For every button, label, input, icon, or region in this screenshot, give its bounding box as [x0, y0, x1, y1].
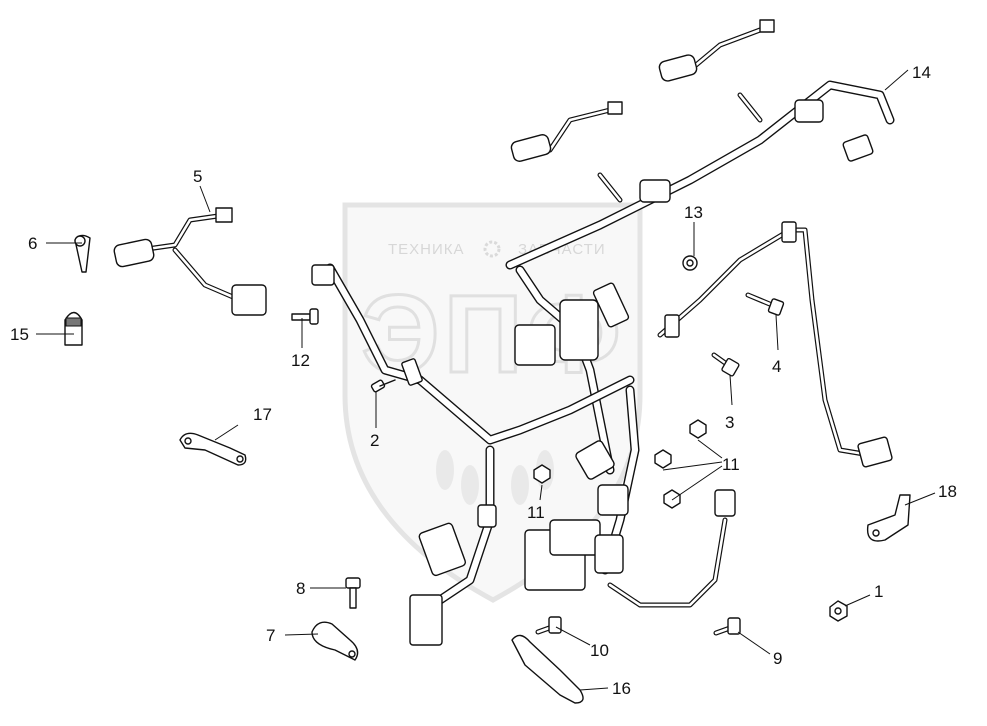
part-7-clamp	[311, 621, 359, 661]
part-13-washer	[682, 255, 698, 271]
part-17-bracket	[179, 432, 247, 466]
part-9-bolt	[713, 617, 741, 636]
callout-12: 12	[291, 351, 310, 370]
callout-3: 3	[725, 413, 734, 432]
callout-14: 14	[912, 63, 931, 82]
callout-1: 1	[874, 582, 883, 601]
part-8-bolt	[345, 577, 361, 609]
part-18-bracket	[866, 494, 911, 542]
callout-13: 13	[684, 203, 703, 222]
callout-9: 9	[773, 649, 782, 668]
callout-16: 16	[612, 679, 631, 698]
callout-5: 5	[193, 167, 202, 186]
gear-icon	[483, 240, 501, 258]
callout-17: 17	[253, 405, 272, 424]
main-harness	[311, 19, 895, 646]
part-15-clamp	[64, 311, 83, 346]
leader-lines	[36, 69, 936, 691]
callout-labels: 1 2 3 4 5 6 7 8 9 10 11 11 11 12 13 14 1…	[10, 63, 957, 698]
part-3-bolt	[711, 352, 740, 377]
callout-10: 10	[590, 641, 609, 660]
callout-7: 7	[266, 626, 275, 645]
part-5-sub-harness	[113, 207, 267, 316]
part-11-nuts	[533, 419, 707, 509]
part-16-bracket	[511, 634, 584, 704]
part-6-cable-tie	[74, 234, 91, 273]
callout-18: 18	[938, 482, 957, 501]
callout-15: 15	[10, 325, 29, 344]
part-4-bolt	[745, 292, 785, 316]
callout-2: 2	[370, 431, 379, 450]
watermark-left-word: ТЕХНИКА	[388, 241, 465, 258]
callout-8: 8	[296, 579, 305, 598]
part-2-bolt	[370, 379, 396, 393]
callout-11-center: 11	[527, 503, 545, 522]
callout-6: 6	[28, 234, 37, 253]
callout-11-right: 11	[722, 455, 740, 474]
part-12-bolt	[291, 308, 319, 325]
part-10-bolt	[535, 616, 562, 635]
callout-4: 4	[772, 357, 781, 376]
part-1-nut	[829, 600, 848, 622]
